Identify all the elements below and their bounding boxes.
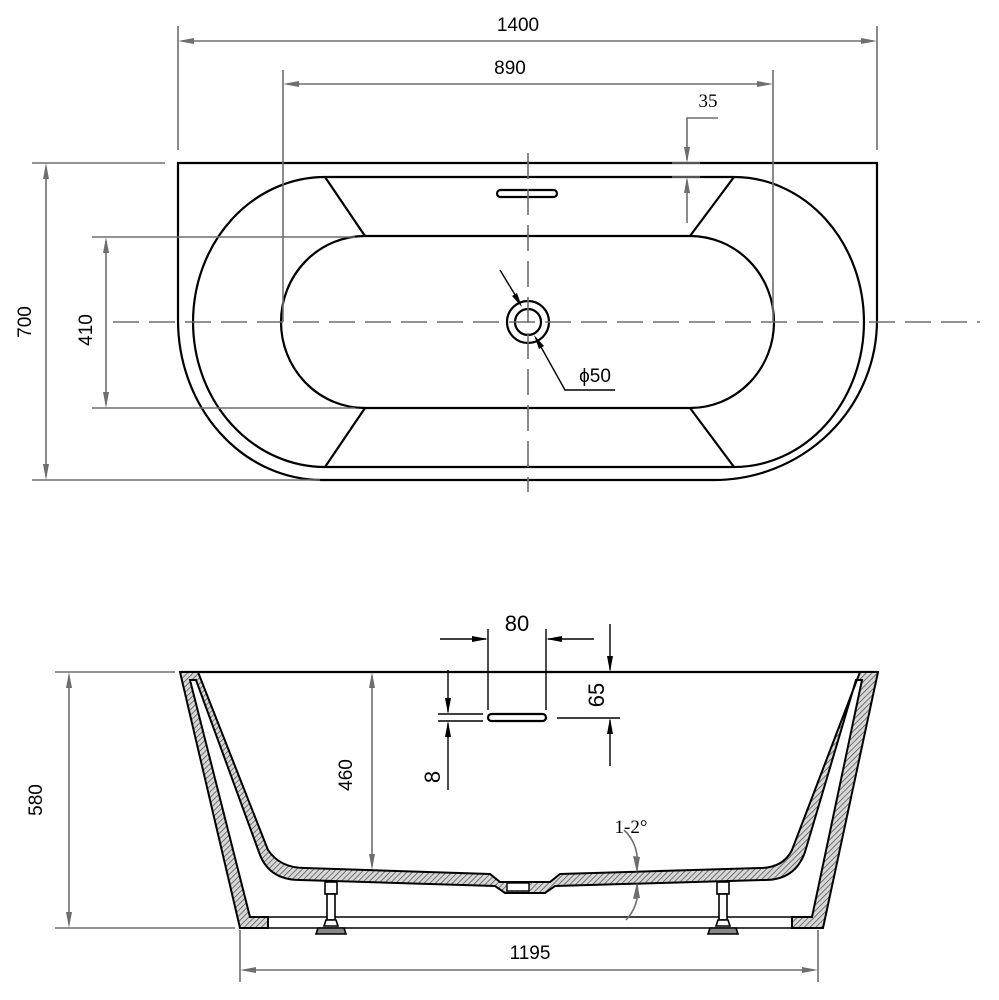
leader-line-drain <box>535 337 615 391</box>
chamfer-line <box>324 176 366 237</box>
arrow-head <box>546 636 562 642</box>
dim-label-overflow-width: 80 <box>505 611 529 636</box>
floor-drain-opening <box>506 882 530 892</box>
arrow-head <box>66 912 72 928</box>
arrow-head <box>512 293 522 307</box>
arrow-head <box>103 392 109 408</box>
top-view: 1400 890 35 700 410 ϕ50 <box>15 15 980 492</box>
arrow-head <box>757 81 773 87</box>
arrow-head <box>445 721 451 737</box>
arrow-head <box>66 672 72 688</box>
arrow-head <box>283 81 299 87</box>
arrow-head <box>633 856 640 873</box>
arrow-head <box>103 237 109 253</box>
chamfer-line <box>324 407 366 468</box>
dim-label-overflow-slot: 8 <box>420 771 445 783</box>
overflow-slot <box>495 188 559 199</box>
arrow-head <box>240 967 256 973</box>
dim-label-base-length: 1195 <box>510 943 551 964</box>
dim-label-overall-length: 1400 <box>497 15 539 36</box>
dim-label-drain-diameter: ϕ50 <box>579 366 611 387</box>
overflow-slot-side <box>486 712 548 723</box>
arrow-head <box>607 656 613 672</box>
dim-label-inner-width: 410 <box>76 314 97 346</box>
arrow-head <box>43 464 49 480</box>
arrow-head <box>633 882 640 899</box>
dim-label-overall-height: 580 <box>26 784 47 816</box>
chamfer-line <box>689 176 735 237</box>
dim-label-rim-offset: 35 <box>699 91 718 112</box>
arrow-head <box>369 672 375 688</box>
dim-label-overall-width: 700 <box>15 306 36 338</box>
arrow-head <box>861 38 877 44</box>
arrow-head <box>684 177 690 193</box>
dim-label-inner-length: 890 <box>494 58 526 79</box>
arrow-head <box>43 163 49 179</box>
arrow-head <box>802 967 818 973</box>
arrow-head <box>178 38 194 44</box>
leader-line-35 <box>686 117 718 160</box>
left-adjustable-foot <box>314 881 348 935</box>
left-wall-section <box>178 671 880 929</box>
chamfer-line <box>689 407 735 468</box>
side-view: 80 65 8 460 580 1-2° <box>26 611 880 982</box>
arrow-head <box>369 854 375 870</box>
arrow-head <box>534 335 544 349</box>
arrow-head <box>684 147 690 163</box>
outer-shell-outline <box>176 161 879 482</box>
dim-label-inner-depth: 460 <box>336 759 357 791</box>
right-adjustable-foot <box>706 881 740 935</box>
arrow-head <box>445 698 451 714</box>
dim-label-overflow-height: 65 <box>584 683 609 707</box>
arrow-head <box>607 718 613 734</box>
arrow-head <box>472 636 488 642</box>
dim-label-floor-slope: 1-2° <box>615 817 648 838</box>
